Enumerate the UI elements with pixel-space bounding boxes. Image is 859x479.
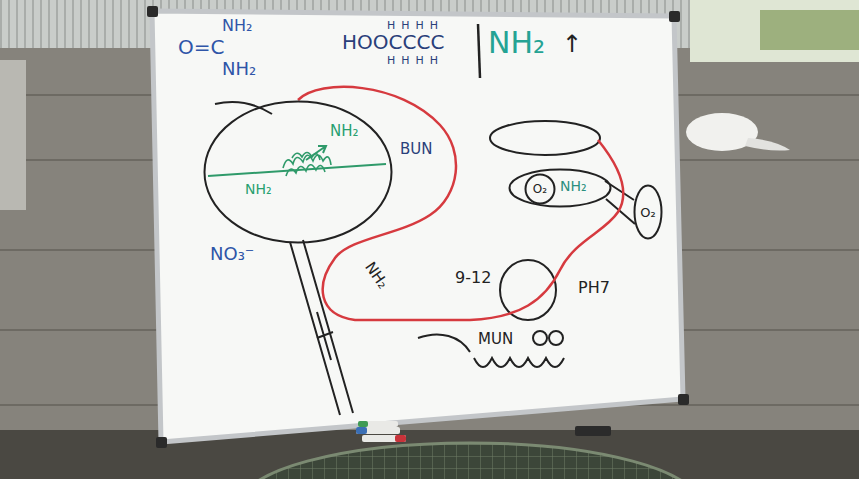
amino-acid-formula: HOOCCCC: [342, 32, 444, 52]
wall-post: [0, 60, 26, 210]
urea-formula: NH₂: [222, 18, 252, 34]
tube: [290, 240, 353, 415]
udder-line: [418, 334, 470, 352]
marker: [358, 421, 398, 427]
tube-crossbar: [317, 312, 333, 360]
formula-text: O₂: [533, 183, 547, 195]
nitrate-label: NO₃⁻: [210, 245, 254, 263]
marker: [356, 427, 400, 434]
top-ellipse: [490, 121, 600, 155]
milk-label: MUN: [478, 332, 513, 347]
eraser: [575, 426, 611, 436]
marker: [362, 435, 406, 442]
cap-brim: [745, 138, 790, 151]
amino-acid-formula: HHHH: [387, 20, 444, 31]
marker-cap: [356, 427, 367, 434]
ph-label: PH7: [578, 280, 610, 296]
formula-text: NH₂: [560, 179, 587, 193]
oxygen-circle: O₂: [524, 173, 556, 205]
outside-trees: [760, 10, 859, 50]
fan-grille: [240, 443, 700, 479]
mouth-stroke: [215, 102, 272, 114]
node-ellipse: [526, 175, 555, 204]
organ-circle: NH₂ NH₂: [203, 100, 393, 244]
amino-acid-formula: HHHH: [387, 55, 444, 66]
udder-loop: [533, 331, 547, 345]
node-outline: [203, 100, 393, 244]
outside-light: [690, 0, 859, 62]
urea-formula: O=C: [178, 37, 224, 57]
bond-bar: [478, 24, 480, 78]
urea-formula: NH₂: [222, 60, 256, 78]
green-arrow: [306, 146, 326, 160]
formula-text: NH₂: [245, 182, 272, 196]
marker-cap: [395, 435, 406, 442]
board-corner: [678, 394, 689, 405]
formula-text: NH₂: [330, 124, 359, 139]
oxygen-oval: O₂: [633, 184, 663, 240]
formula-text: O₂: [640, 206, 655, 219]
node-ellipse: [205, 102, 392, 243]
whiteboard: [152, 11, 683, 442]
blood-loop: [298, 87, 623, 320]
marker-cap: [358, 421, 368, 427]
board-corner: [669, 11, 680, 22]
board-corner: [147, 6, 158, 17]
up-arrow-symbol: ↑: [562, 32, 582, 56]
node-ellipse: [510, 170, 611, 207]
board-corner: [156, 437, 167, 448]
range-label: 9-12: [455, 270, 491, 286]
blood-label: BUN: [400, 142, 433, 157]
node-ellipse: [635, 186, 662, 239]
amine-group: NH₂: [488, 28, 545, 58]
microbe-scribble: [283, 153, 331, 177]
udder-teats: [474, 358, 564, 367]
udder-loop: [549, 331, 563, 345]
tissue-ellipse: NH₂ O₂: [508, 168, 612, 208]
